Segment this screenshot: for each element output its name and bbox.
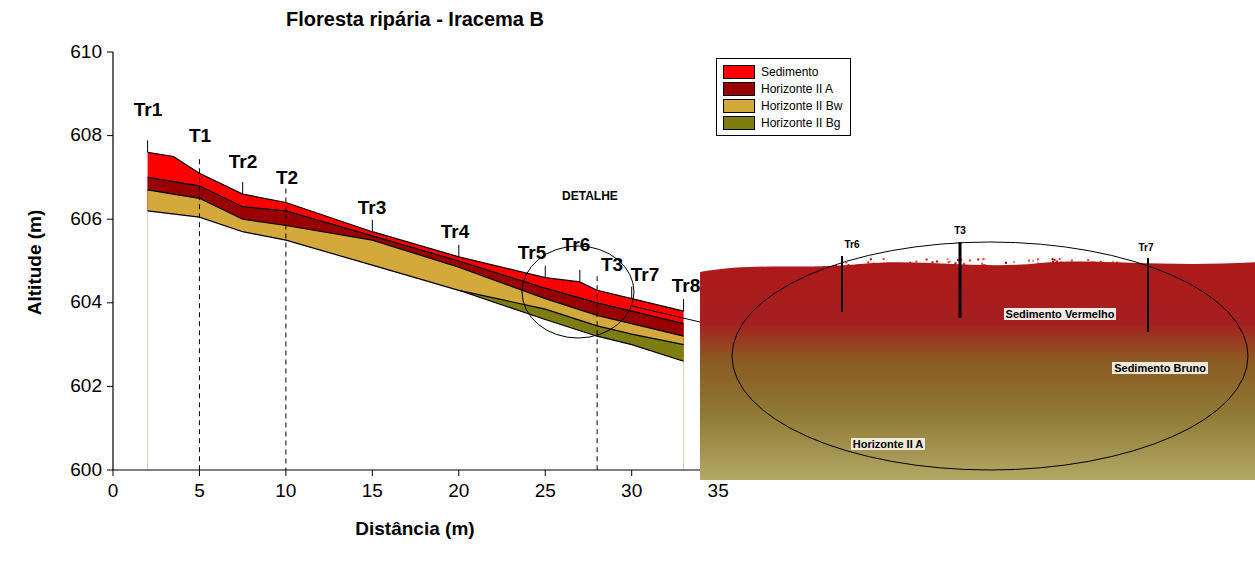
point-tick (458, 245, 459, 257)
sediment-layer (148, 152, 684, 361)
x-tick (545, 470, 546, 476)
soil-speck (1163, 262, 1165, 264)
point-tick (545, 266, 546, 278)
soil-speck (1005, 262, 1007, 264)
point-tick (631, 287, 632, 299)
layer-boundary (148, 211, 684, 361)
point-tick (147, 140, 148, 152)
x-tick (113, 470, 114, 476)
trench-line (199, 159, 200, 470)
soil-speck (1087, 259, 1089, 261)
x-tick (372, 470, 373, 476)
soil-speck (1216, 259, 1218, 261)
soil-speck (1071, 260, 1073, 262)
soil-speck (969, 260, 971, 262)
detail-leader (632, 306, 700, 322)
trench-line (597, 276, 598, 470)
soil-speck (820, 264, 822, 266)
point-tick (579, 270, 580, 282)
soil-speck (1032, 260, 1034, 262)
y-tick (107, 470, 113, 471)
trench-line (285, 188, 286, 470)
horizon-bw-layer (148, 190, 684, 361)
y-tick (107, 135, 113, 136)
point-tick (242, 182, 243, 194)
soil-speck (736, 264, 738, 266)
x-tick (458, 470, 459, 476)
soil-speck (1209, 258, 1211, 260)
horizon-a-layer (148, 177, 684, 361)
soil-speck (1152, 260, 1154, 262)
soil-speck (1059, 258, 1061, 260)
x-tick (285, 470, 286, 476)
soil-speck (883, 258, 885, 260)
soil-speck (1134, 259, 1136, 261)
y-tick (107, 52, 113, 53)
layer-boundary (148, 190, 684, 336)
y-tick (107, 219, 113, 220)
x-tick (199, 470, 200, 476)
soil-speck (765, 263, 767, 265)
soil-speck (1221, 258, 1223, 260)
soil-speck (770, 258, 772, 260)
axis (113, 52, 718, 470)
layer-boundary (459, 290, 684, 344)
x-tick (631, 470, 632, 476)
soil-speck (932, 261, 934, 263)
y-tick (107, 386, 113, 387)
point-tick (372, 220, 373, 232)
soil-speck (1212, 260, 1214, 262)
layer-boundary (148, 152, 684, 311)
y-tick (107, 302, 113, 303)
soil-speck (1037, 258, 1039, 260)
soil-speck (798, 263, 800, 265)
soil-speck (1214, 259, 1216, 261)
point-tick (683, 299, 684, 311)
soil-speck (780, 259, 782, 261)
soil-speck (835, 261, 837, 263)
soil-speck (774, 259, 776, 261)
soil-speck (766, 262, 768, 264)
soil-speck (947, 258, 949, 260)
soil-speck (780, 261, 782, 263)
soil-speck (915, 261, 917, 263)
soil-speck (926, 259, 928, 261)
soil-speck (831, 260, 833, 262)
